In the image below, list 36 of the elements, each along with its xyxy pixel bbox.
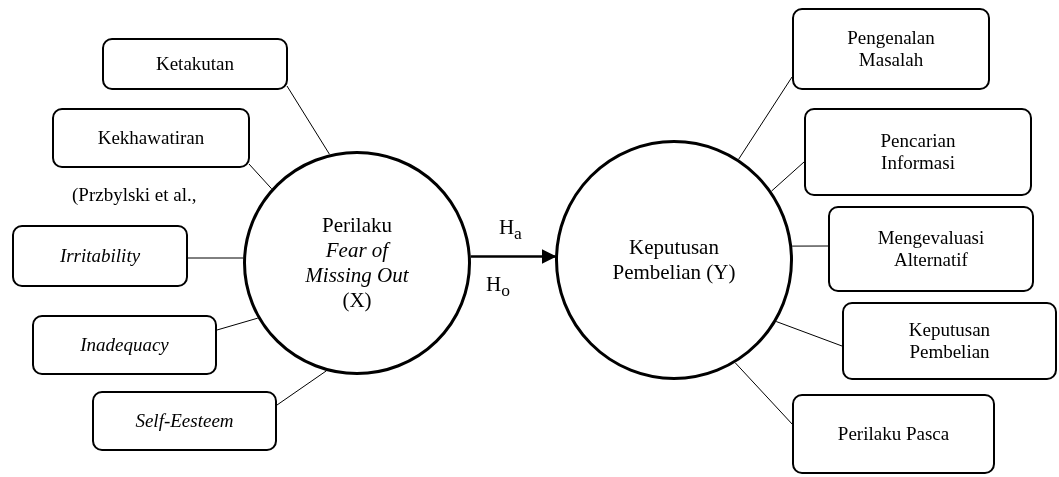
connector-line [187, 257, 244, 259]
connector-line [248, 163, 273, 190]
connector-line [738, 76, 793, 160]
connector-line [775, 321, 843, 347]
circle-label: Perilaku Fear of Missing Out (X) [304, 212, 410, 314]
indicator-box [92, 391, 277, 451]
arrow [470, 249, 557, 264]
concept-circle [555, 140, 793, 380]
indicator-box [804, 108, 1032, 196]
indicator-label: Kekhawatiran [96, 127, 206, 149]
indicator-box [828, 206, 1034, 292]
indicator-box [792, 394, 995, 474]
indicator-box [12, 225, 188, 287]
indicator-label: Inadequacy [79, 334, 170, 356]
concept-circle [243, 151, 471, 375]
connector-line [770, 161, 805, 192]
indicator-box [52, 108, 250, 168]
indicator-box [32, 315, 217, 375]
connector-line [286, 85, 330, 155]
indicator-box [102, 38, 288, 90]
indicator-label: Ketakutan [154, 53, 236, 75]
indicator-box [792, 8, 990, 90]
indicator-box [842, 302, 1057, 380]
indicator-label: Mengevaluasi Alternatif [876, 227, 986, 271]
connector-line [791, 245, 829, 247]
indicator-label: Perilaku Pasca [836, 423, 951, 445]
circle-label: Keputusan Pembelian (Y) [611, 234, 737, 286]
indicator-label: Self-Eesteem [134, 410, 235, 432]
connector-line [276, 370, 327, 406]
indicator-label: Irritability [58, 245, 142, 267]
indicator-label: Keputusan Pembelian [907, 319, 992, 363]
indicator-label: Pencarian Informasi [879, 130, 957, 174]
connector-line [734, 362, 794, 426]
connector-line [216, 317, 259, 331]
citation-text: (Przbylski et al., [72, 184, 197, 206]
indicator-label: Pengenalan Masalah [846, 27, 936, 71]
